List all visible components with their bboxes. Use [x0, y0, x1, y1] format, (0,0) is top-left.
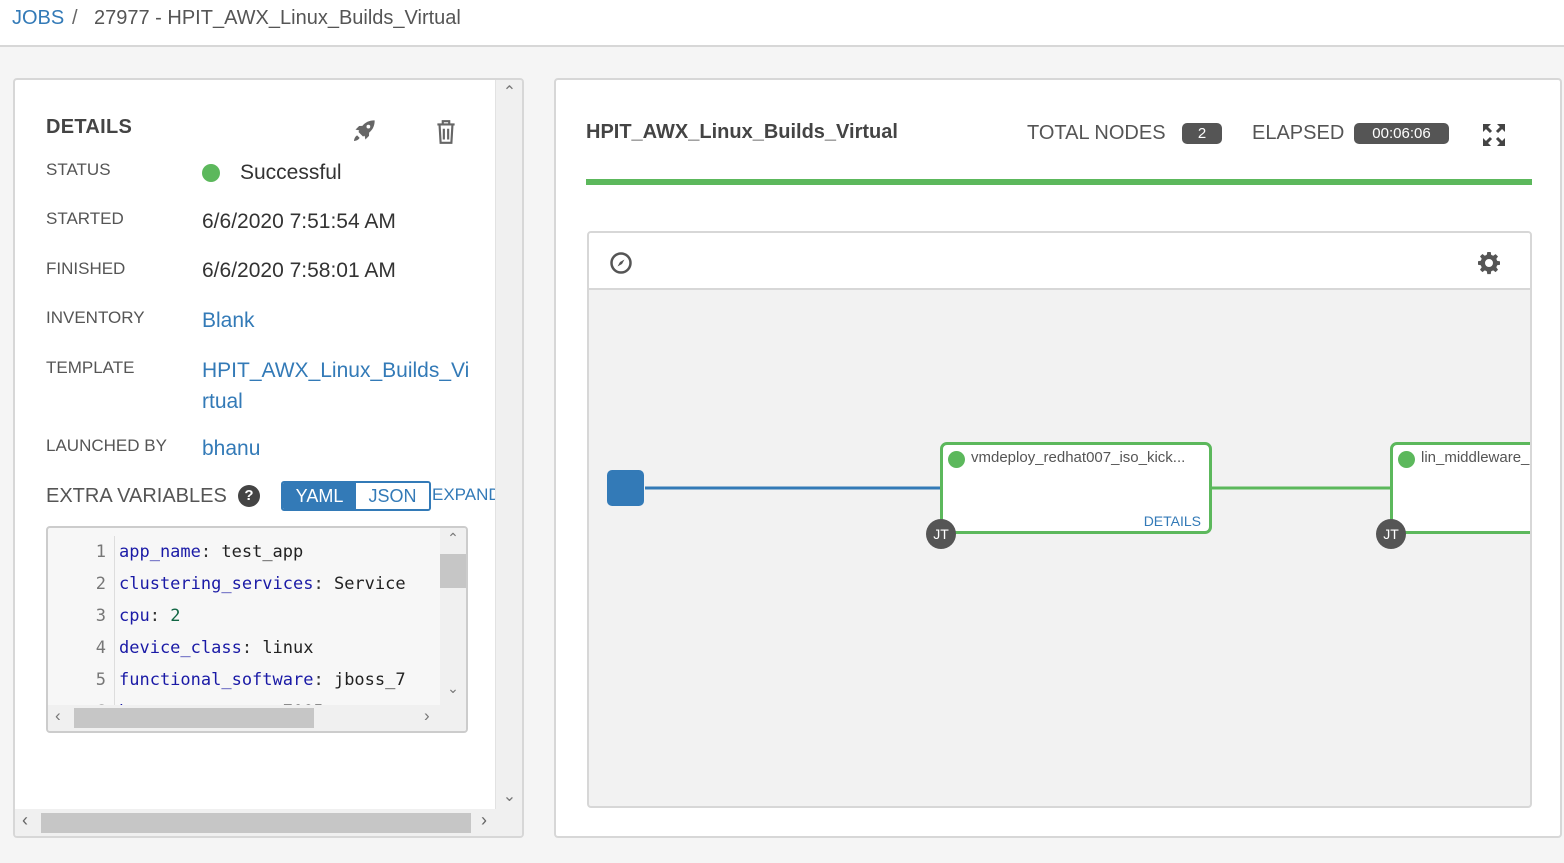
yaml-key: functional_software — [119, 670, 314, 690]
editor-scroll-thumb[interactable] — [440, 554, 466, 588]
editor-scroll-down-icon[interactable]: ⌄ — [447, 680, 459, 696]
line-number: 4 — [95, 638, 106, 658]
yaml-value: 2 — [170, 606, 181, 626]
expand-link[interactable]: EXPAND — [432, 485, 501, 504]
code-line: 6 hostname: vmtest7085 — [48, 696, 442, 706]
format-toggle: YAML JSON — [281, 481, 431, 511]
started-label: STARTED — [46, 209, 124, 228]
graph-toolbar — [589, 233, 1530, 290]
yaml-key: clustering_services — [119, 574, 314, 594]
node-success-icon — [1398, 451, 1415, 468]
delete-trash-icon[interactable] — [433, 118, 463, 148]
relaunch-rocket-icon[interactable] — [349, 116, 379, 146]
code-line: 2 clustering_services: Service — [48, 568, 442, 600]
template-link-line2: rtual — [202, 390, 243, 413]
workflow-progress-bar — [586, 179, 1532, 185]
panel-scroll-right-icon[interactable]: › — [481, 810, 487, 830]
yaml-toggle-button[interactable]: YAML — [283, 483, 356, 509]
status-success-icon — [202, 164, 220, 182]
line-number: 1 — [95, 542, 106, 562]
workflow-panel: HPIT_AWX_Linux_Builds_Virtual TOTAL NODE… — [554, 78, 1562, 838]
elapsed-badge: 00:06:06 — [1354, 123, 1449, 144]
yaml-value: jboss_7 — [333, 670, 406, 690]
yaml-key: cpu — [119, 606, 150, 626]
finished-label: FINISHED — [46, 259, 126, 278]
template-label: TEMPLATE — [46, 358, 135, 377]
compass-icon[interactable] — [609, 251, 633, 275]
panel-horizontal-scrollbar[interactable]: ‹ › — [15, 809, 522, 836]
breadcrumb-separator: / — [72, 7, 78, 29]
inventory-label: INVENTORY — [46, 308, 145, 327]
template-link[interactable]: HPIT_AWX_Linux_Builds_Vi rtual — [202, 355, 469, 417]
code-lines: 1 app_name: test_app 2 clustering_servic… — [48, 536, 442, 706]
code-line: 3 cpu: 2 — [48, 600, 442, 632]
template-link-line1: HPIT_AWX_Linux_Builds_Vi — [202, 359, 470, 382]
panel-scroll-left-icon[interactable]: ‹ — [22, 810, 28, 830]
line-number: 6 — [48, 696, 114, 706]
panel-hscroll-thumb[interactable] — [41, 813, 471, 833]
extra-variables-editor[interactable]: 1 app_name: test_app 2 clustering_servic… — [46, 526, 468, 733]
started-value: 6/6/2020 7:51:54 AM — [202, 210, 396, 233]
workflow-graph: vmdeploy_redhat007_iso_kick... DETAILS J… — [587, 231, 1532, 808]
workflow-node[interactable]: lin_middleware_ — [1390, 442, 1530, 534]
status-label: STATUS — [46, 160, 111, 179]
node-type-badge: JT — [926, 519, 956, 549]
json-toggle-button[interactable]: JSON — [356, 483, 429, 509]
editor-horizontal-scrollbar[interactable]: ‹ › — [48, 705, 466, 731]
workflow-node[interactable]: vmdeploy_redhat007_iso_kick... DETAILS — [940, 442, 1212, 534]
start-node — [607, 470, 644, 506]
editor-scroll-right-icon[interactable]: › — [424, 706, 430, 725]
yaml-value: vmtest7085 — [221, 702, 323, 706]
node-details-link[interactable]: DETAILS — [1143, 513, 1201, 529]
breadcrumb-jobs-link[interactable]: JOBS — [12, 7, 65, 29]
editor-scroll-up-icon[interactable]: ⌃ — [447, 530, 459, 546]
node-name: lin_middleware_ — [1421, 449, 1530, 466]
launched-by-link[interactable]: bhanu — [202, 437, 261, 460]
yaml-value: Service — [333, 574, 406, 594]
workflow-title: HPIT_AWX_Linux_Builds_Virtual — [586, 121, 898, 143]
help-question-icon[interactable]: ? — [238, 485, 260, 507]
node-name: vmdeploy_redhat007_iso_kick... — [971, 449, 1186, 466]
elapsed-label: ELAPSED — [1252, 122, 1345, 144]
yaml-key: app_name — [119, 542, 201, 562]
extra-variables-label: EXTRA VARIABLES — [46, 485, 227, 507]
panel-scroll-up-icon[interactable]: ⌃ — [502, 84, 517, 101]
editor-vertical-scrollbar[interactable]: ⌃ ⌄ — [440, 528, 466, 705]
panel-vertical-scrollbar[interactable]: ⌃ ⌄ — [495, 80, 522, 813]
gear-icon[interactable] — [1477, 251, 1501, 275]
code-line: 4 device_class: linux — [48, 632, 442, 664]
total-nodes-label: TOTAL NODES — [1027, 122, 1166, 144]
yaml-value: test_app — [221, 542, 304, 562]
node-success-icon — [948, 451, 965, 468]
editor-scroll-left-icon[interactable]: ‹ — [55, 706, 61, 725]
status-value: Successful — [240, 161, 342, 184]
node-type-badge: JT — [1376, 519, 1406, 549]
details-title: DETAILS — [46, 116, 133, 138]
line-number: 3 — [95, 606, 106, 626]
yaml-key: device_class — [119, 638, 242, 658]
line-number: 2 — [95, 574, 106, 594]
fullscreen-icon[interactable] — [1481, 122, 1507, 148]
editor-hscroll-thumb[interactable] — [74, 708, 314, 728]
code-line: 1 app_name: test_app — [48, 536, 442, 568]
graph-canvas: vmdeploy_redhat007_iso_kick... DETAILS J… — [589, 290, 1530, 806]
line-number: 5 — [95, 670, 106, 690]
finished-value: 6/6/2020 7:58:01 AM — [202, 259, 396, 282]
yaml-key: hostname — [119, 702, 201, 706]
yaml-value: linux — [262, 638, 314, 658]
panel-scroll-down-icon[interactable]: ⌄ — [502, 788, 517, 805]
launched-by-label: LAUNCHED BY — [46, 436, 167, 455]
breadcrumb-current: 27977 - HPIT_AWX_Linux_Builds_Virtual — [94, 7, 461, 29]
inventory-link[interactable]: Blank — [202, 309, 255, 332]
details-panel: DETAILS STATUS Successful STARTED 6/6/20… — [13, 78, 524, 838]
top-bar: JOBS / 27977 - HPIT_AWX_Linux_Builds_Vir… — [0, 0, 1564, 47]
code-line: 5 functional_software: jboss_7 — [48, 664, 442, 696]
total-nodes-badge: 2 — [1182, 123, 1222, 144]
